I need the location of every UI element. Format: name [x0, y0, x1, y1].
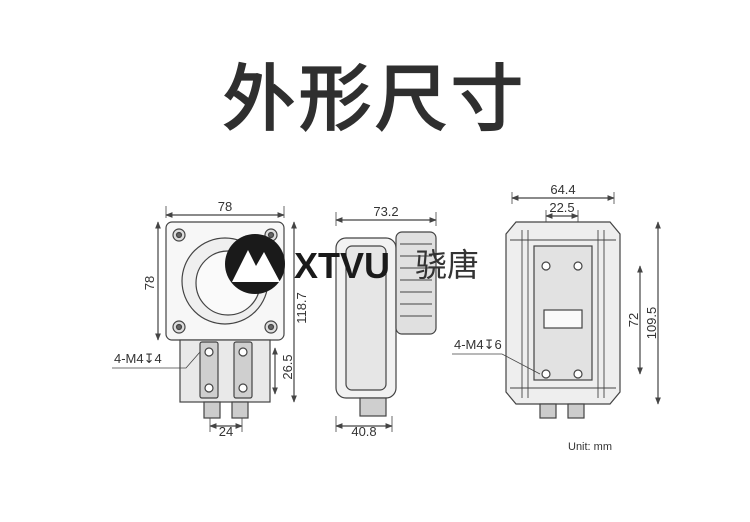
- back-hole-spacing-label: 22.5: [549, 200, 574, 215]
- front-dimension-labels: 78 78 118.7 26.5 24 4-M4↧4: [114, 199, 309, 439]
- back-cooling-fins: [510, 230, 616, 398]
- front-lower-body: [179, 339, 271, 403]
- back-dimension-labels: 64.4 22.5 72 109.5 4-M4↧6: [454, 182, 659, 352]
- front-view: [112, 206, 297, 432]
- watermark-logo: XTVU 骁唐: [225, 234, 479, 294]
- watermark-brand: XTVU: [294, 245, 390, 286]
- side-base-depth-label: 40.8: [351, 424, 376, 439]
- back-view: [452, 192, 661, 419]
- side-dimension-labels: 73.2 40.8: [351, 204, 398, 439]
- front-total-height-label: 118.7: [294, 292, 309, 324]
- back-hole-pitch-label: 72: [626, 313, 641, 327]
- back-label-window: [543, 309, 583, 329]
- back-height-label: 109.5: [644, 307, 659, 340]
- front-width-label: 78: [218, 199, 232, 214]
- back-width-label: 64.4: [550, 182, 575, 197]
- side-depth-label: 73.2: [373, 204, 398, 219]
- watermark-chinese: 骁唐: [415, 246, 479, 284]
- connector-pitch-label: 26.5: [280, 354, 295, 379]
- side-view: [335, 212, 437, 432]
- page-title: 外形尺寸: [222, 57, 527, 141]
- connector-spacing-label: 24: [219, 424, 233, 439]
- front-height-label: 78: [142, 276, 157, 290]
- front-mount-holes-label: 4-M4↧4: [114, 351, 162, 366]
- back-mount-holes-label: 4-M4↧6: [454, 337, 502, 352]
- side-heatsink: [395, 231, 437, 335]
- unit-label: Unit: mm: [568, 441, 612, 453]
- corner-screws: [172, 228, 278, 334]
- front-connectors: [203, 401, 249, 419]
